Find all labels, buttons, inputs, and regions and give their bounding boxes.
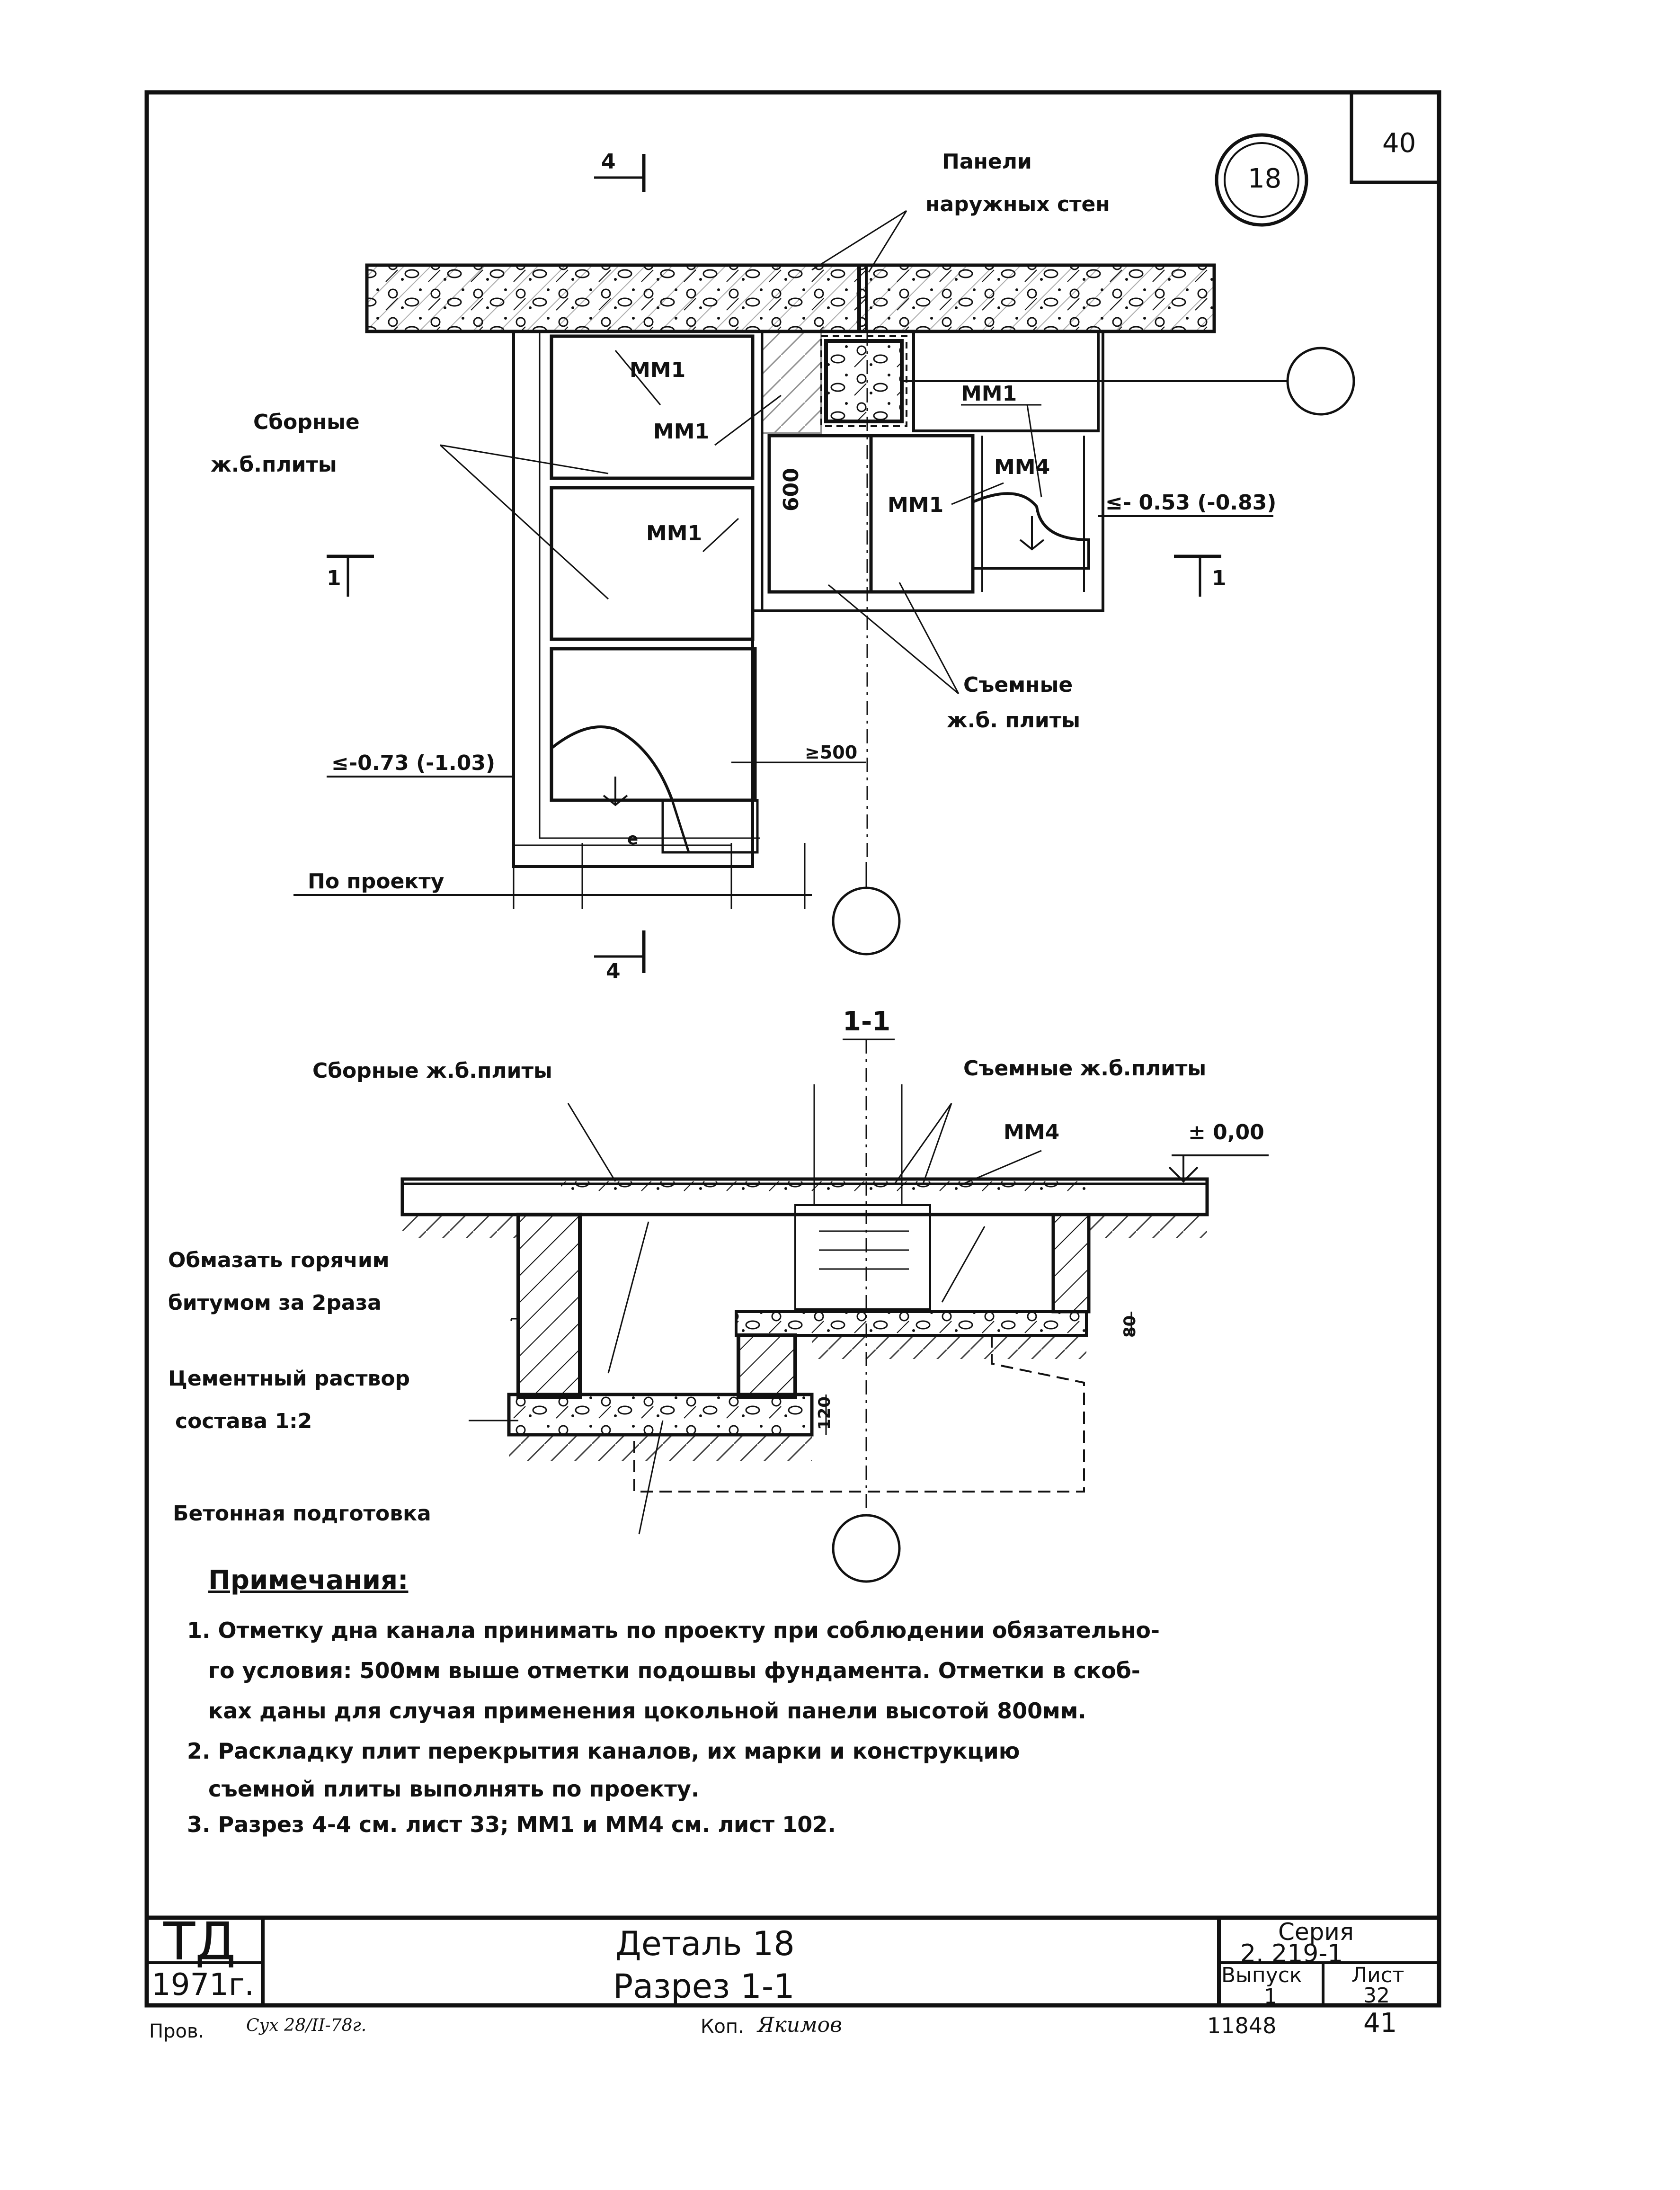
label-bitumen-line1: Обмазать горячим	[168, 1248, 390, 1272]
section-support-block	[737, 1333, 797, 1399]
footer-checked-label: Пров.	[149, 2020, 204, 2042]
title-block-issue-label: Выпуск	[1221, 1963, 1302, 1987]
section-mark-1-left-label: 1	[327, 566, 341, 590]
notes-heading: Примечания:	[208, 1565, 409, 1596]
title-block-sheet-value: 32	[1363, 1984, 1390, 2008]
mark-mm4-plan: ММ4	[994, 455, 1050, 479]
level-left: ≤-0.73 (-1.03)	[331, 751, 496, 775]
removable-slab-1	[767, 434, 873, 594]
title-block-issue-value: 1	[1264, 1984, 1277, 2009]
note-line-3: ках даны для случая применения цокольной…	[208, 1698, 1086, 1724]
dim-e: е	[627, 830, 639, 849]
label-per-project: По проекту	[308, 869, 444, 894]
label-mortar-line1: Цементный раствор	[168, 1367, 410, 1391]
section-mark-4-top-label: 4	[601, 150, 616, 174]
label-mortar-line2: состава 1:2	[175, 1409, 312, 1433]
detail-badge-outer	[1215, 133, 1308, 227]
section-left-wall	[516, 1213, 582, 1399]
title-block-series-value: 2. 219-1	[1240, 1940, 1343, 1968]
section-mark-1-right-label: 1	[1212, 566, 1227, 590]
label-concrete-prep: Бетонная подготовка	[173, 1502, 431, 1526]
section-channel-floor	[735, 1310, 1088, 1337]
title-block-series-label: Серия	[1278, 1918, 1354, 1946]
axis-bubble-plan-bottom	[832, 886, 901, 956]
section-mark-4-bottom-label: 4	[606, 959, 621, 983]
prefab-slab-2	[550, 486, 755, 641]
note-line-6: 3. Разрез 4-4 см. лист 33; ММ1 и ММ4 см.…	[187, 1812, 836, 1837]
label-wall-panels-line2: наружных стен	[925, 192, 1110, 216]
mark-mm1-a: ММ1	[630, 358, 686, 382]
mark-mm1-e: ММ1	[888, 493, 944, 517]
note-line-2: го условия: 500мм выше отметки подошвы ф…	[208, 1658, 1140, 1683]
axis-bubble-plan-right	[1286, 347, 1355, 416]
footer-copied-signature: Якимов	[757, 2013, 842, 2037]
label-prefab-slabs-line1: Сборные	[253, 410, 360, 434]
footer-copied-label: Коп.	[701, 2016, 744, 2038]
right-cutout	[972, 492, 1090, 570]
dim-80: 80	[1120, 1315, 1139, 1338]
axis-bubble-section	[832, 1514, 901, 1583]
corner-number-box	[1350, 90, 1441, 184]
label-prefab-slabs-line2: ж.б.плиты	[211, 453, 337, 477]
label-section-removable: Съемные ж.б.плиты	[963, 1056, 1207, 1081]
mark-mm1-b: ММ1	[653, 420, 710, 444]
footer-doc-number: 11848	[1207, 2013, 1277, 2038]
section-right-wall	[1051, 1213, 1091, 1314]
sheet-corner-number: 40	[1382, 128, 1416, 159]
dim-600: 600	[779, 468, 803, 511]
mark-mm1-c: ММ1	[646, 521, 702, 545]
label-wall-panels-line1: Панели	[942, 150, 1032, 174]
detail-badge-inner	[1224, 142, 1299, 218]
label-removable-slabs-line1: Съемные	[963, 673, 1073, 697]
label-bitumen-line2: битумом за 2раза	[168, 1291, 382, 1315]
note-line-1: 1. Отметку дна канала принимать по проек…	[187, 1618, 1160, 1643]
title-block-org: ТД	[163, 1911, 236, 1972]
note-line-4: 2. Раскладку плит перекрытия каналов, их…	[187, 1738, 1020, 1764]
title-block-year: 1971г.	[151, 1967, 254, 2002]
detail-badge-number: 18	[1248, 163, 1282, 194]
dim-120: 120	[815, 1396, 834, 1430]
title-block-title-line1: Деталь 18	[615, 1924, 795, 1963]
title-block-title-line2: Разрез 1-1	[613, 1967, 795, 2006]
dim-500: ≥500	[805, 742, 858, 763]
prefab-slab-3	[550, 647, 757, 802]
slab-cutout	[551, 725, 674, 801]
title-block-sheet-label: Лист	[1351, 1963, 1404, 1987]
mark-mm1-d: ММ1	[961, 382, 1017, 406]
note-line-5: съемной плиты выполнять по проекту.	[208, 1776, 700, 1802]
label-section-prefab: Сборные ж.б.плиты	[312, 1059, 552, 1083]
sheet-frame	[144, 90, 1441, 2008]
column-block	[824, 339, 904, 423]
level-right: ≤- 0.53 (-0.83)	[1105, 491, 1277, 515]
mark-mm4-section: ММ4	[1004, 1120, 1060, 1144]
section-top-slab	[400, 1177, 1209, 1216]
prefab-slab-1	[550, 334, 755, 480]
label-removable-slabs-line2: ж.б. плиты	[947, 708, 1081, 733]
removable-slab-2	[869, 434, 975, 594]
footer-page-number: 41	[1363, 2008, 1397, 2038]
footer-checked-signature: Сух 28/II-78г.	[246, 2016, 367, 2035]
section-title: 1-1	[843, 1006, 891, 1037]
prefab-slab-4	[661, 799, 759, 854]
level-zero: ± 0,00	[1188, 1120, 1264, 1144]
